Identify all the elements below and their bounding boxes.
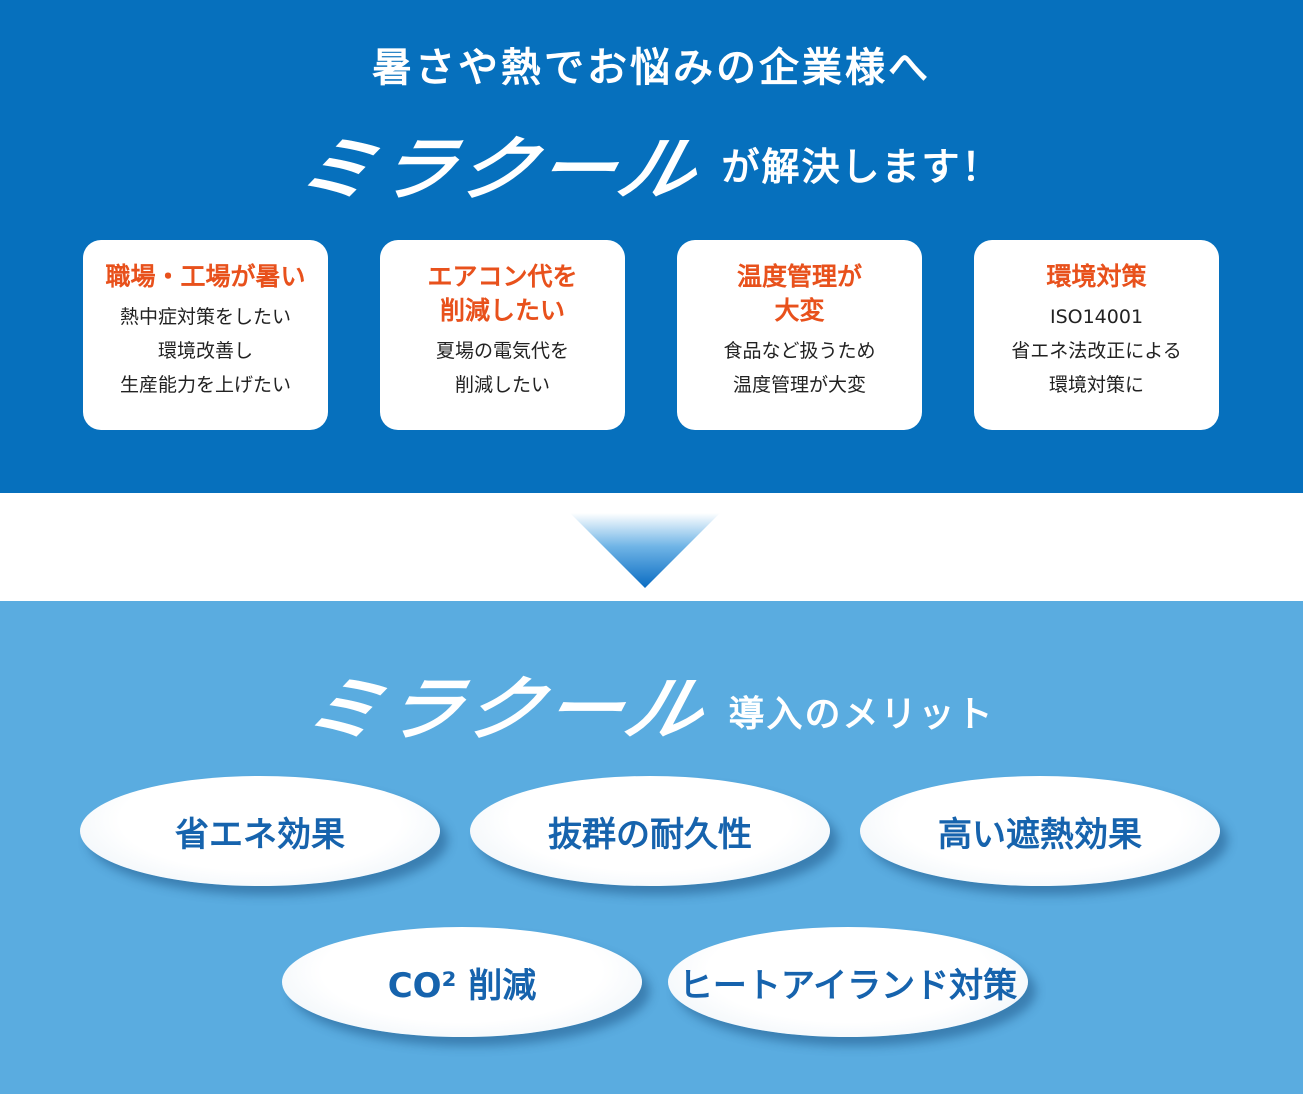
down-triangle-arrow-icon: [570, 513, 720, 588]
problem-card: エアコン代を 削減したい 夏場の電気代を 削減したい: [380, 240, 625, 430]
merit-oval: CO² 削減: [282, 927, 642, 1037]
brand-line: ミラクールが解決します！: [0, 108, 1303, 218]
card-body: 夏場の電気代を 削減したい: [435, 340, 569, 396]
problem-card: 温度管理が 大変 食品など扱うため 温度管理が大変: [677, 240, 922, 430]
card-title: エアコン代を 削減したい: [427, 262, 578, 325]
merit-oval: ヒートアイランド対策: [668, 927, 1028, 1037]
card-title: 温度管理が 大変: [736, 262, 862, 325]
problem-card: 職場・工場が暑い 熱中症対策をしたい 環境改善し 生産能力を上げたい: [83, 240, 328, 430]
card-body: 食品など扱うため 温度管理が大変: [723, 340, 876, 396]
brand-suffix: が解決します！: [721, 143, 1002, 189]
brand-logo: ミラクール: [289, 128, 711, 210]
brand-logo: ミラクール: [296, 668, 718, 750]
merit-oval: 抜群の耐久性: [470, 776, 830, 886]
merits-heading-suffix: 導入のメリット: [728, 693, 995, 735]
problems-section: 暑さや熱でお悩みの企業様へ ミラクールが解決します！ 職場・工場が暑い 熱中症対…: [0, 0, 1303, 493]
card-body: ISO14001 省エネ法改正による 環境対策に: [1011, 306, 1182, 396]
merit-oval: 高い遮熱効果: [860, 776, 1220, 886]
merit-oval: 省エネ効果: [80, 776, 440, 886]
card-body: 熱中症対策をしたい 環境改善し 生産能力を上げたい: [119, 306, 291, 396]
card-title: 職場・工場が暑い: [105, 262, 306, 291]
headline: 暑さや熱でお悩みの企業様へ: [372, 44, 931, 91]
card-title: 環境対策: [1046, 262, 1147, 291]
problem-card: 環境対策 ISO14001 省エネ法改正による 環境対策に: [974, 240, 1219, 430]
merits-heading: ミラクール導入のメリット: [0, 648, 1303, 758]
